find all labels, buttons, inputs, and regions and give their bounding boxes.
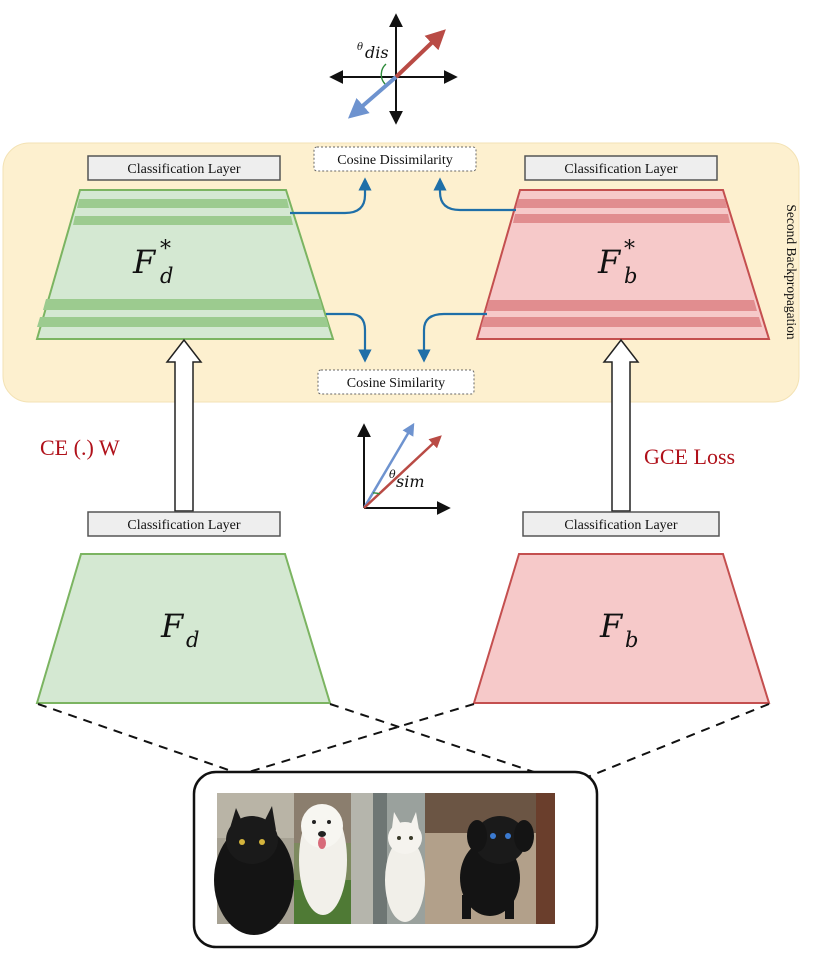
- debiased-star-classification-layer: [87, 155, 281, 181]
- debiased-backprop-up-arrow: [165, 338, 203, 512]
- debiased-classification-layer: [87, 511, 281, 537]
- debiased-star-band-3: [43, 299, 323, 310]
- biased-star-band-1: [516, 199, 727, 208]
- debiased-star-band-2: [73, 216, 293, 225]
- biased-star-band-2: [513, 214, 730, 223]
- similarity-axes: [357, 423, 451, 515]
- cosine-dissimilarity-box: [313, 146, 477, 172]
- fb-star-to-dissimilarity-arrow: [433, 177, 516, 212]
- theta-sim-arc: [372, 492, 381, 495]
- similar-red-vector: [363, 435, 442, 509]
- fd-sub: d: [186, 628, 199, 652]
- dissimilar-blue-vector: [347, 75, 398, 119]
- theta-sim-symbol: θ: [389, 468, 396, 481]
- biased-classification-layer: [522, 511, 720, 537]
- dissimilar-red-vector: [394, 29, 446, 79]
- biased-star-encoder: [475, 189, 771, 340]
- biased-loss-label: GCE Loss: [644, 444, 735, 469]
- dashed-connectors: [37, 703, 770, 783]
- fb-star-base: F: [597, 243, 622, 281]
- fb-sub: b: [625, 628, 638, 652]
- biased-star-band-4: [481, 317, 762, 327]
- debiased-loss-label: CE (.) W: [40, 435, 120, 460]
- biased-encoder: [472, 553, 771, 704]
- biased-classification-label: Classification Layer: [564, 518, 677, 533]
- biased-star-classification-label: Classification Layer: [564, 162, 677, 177]
- theta-dis-arc: [380, 63, 387, 85]
- debiased-star-band-1: [77, 199, 289, 208]
- debiased-encoder: [35, 553, 332, 704]
- fb-base: F: [599, 607, 624, 645]
- fd-star-to-similarity-arrow: [326, 312, 372, 363]
- cosine-similarity-label: Cosine Similarity: [347, 376, 445, 391]
- fd-star-sub: d: [160, 264, 173, 288]
- debiased-classification-label: Classification Layer: [127, 518, 240, 533]
- theta-sim-subscript: sim: [396, 472, 425, 491]
- photo-white-dog: [294, 793, 351, 924]
- debiased-star-classification-label: Classification Layer: [127, 162, 240, 177]
- theta-dis-subscript: dis: [365, 43, 389, 62]
- photo-white-cat: [351, 793, 425, 924]
- photo-black-puppy: [425, 793, 555, 924]
- cosine-dissimilarity-label: Cosine Dissimilarity: [337, 153, 453, 168]
- debiased-star-encoder: [35, 189, 335, 340]
- second-backprop-label: Second Backpropagation: [784, 204, 799, 340]
- fb-star-sup: *: [624, 237, 635, 262]
- biased-backprop-up-arrow: [602, 338, 640, 512]
- similar-blue-vector: [362, 422, 415, 509]
- cosine-similarity-box: [317, 369, 475, 395]
- theta-dis-symbol: θ: [357, 42, 363, 53]
- dissimilarity-axes: [329, 13, 458, 125]
- fd-star-to-dissimilarity-arrow: [290, 177, 372, 215]
- photo-black-cat: [214, 793, 294, 935]
- debiased-star-band-4: [37, 317, 329, 327]
- biased-star-classification-layer: [524, 155, 718, 181]
- biased-star-band-3: [486, 300, 757, 311]
- fd-star-base: F: [132, 243, 157, 281]
- fb-star-to-similarity-arrow: [417, 312, 487, 363]
- fb-star-sub: b: [624, 264, 637, 288]
- fd-base: F: [160, 607, 185, 645]
- fd-star-sup: *: [160, 237, 171, 262]
